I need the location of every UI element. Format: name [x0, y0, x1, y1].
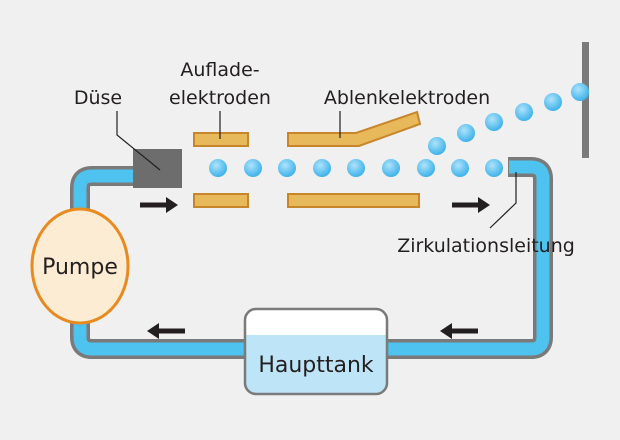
deflection-label: Ablenkelektroden	[324, 87, 490, 109]
print-medium	[582, 42, 589, 158]
nozzle-label: Düse	[74, 87, 122, 109]
pump: Pumpe	[30, 207, 130, 325]
ink-drop	[382, 159, 400, 177]
arrow-left-icon	[440, 323, 478, 339]
deflection-electrodes	[287, 110, 422, 208]
ink-drop	[485, 159, 503, 177]
arrow-right-icon	[452, 197, 490, 213]
circulation-label: Zirkulationsleitung	[397, 235, 575, 257]
ink-drop	[313, 159, 331, 177]
nozzle-leader	[116, 111, 161, 171]
main-tank: Haupttank	[243, 307, 389, 396]
ink-drop	[347, 159, 365, 177]
ink-drop	[244, 159, 262, 177]
ink-drop	[515, 103, 533, 121]
flow-arrows	[140, 197, 490, 339]
ink-drops	[209, 83, 589, 177]
ink-drop	[544, 93, 562, 111]
pump-label: Pumpe	[42, 255, 118, 280]
ink-drop	[278, 159, 296, 177]
charge-label-line1: Auflade-	[180, 59, 259, 81]
circulation-leader	[489, 172, 517, 229]
ink-drop	[485, 113, 503, 131]
tank-label: Haupttank	[258, 353, 374, 378]
arrow-left-icon	[147, 323, 185, 339]
ink-drop	[209, 159, 227, 177]
ink-drop	[571, 83, 589, 101]
arrow-right-icon	[140, 197, 178, 213]
charge-electrodes	[193, 132, 249, 208]
ink-drop	[417, 159, 435, 177]
ink-drop	[428, 137, 446, 155]
charge-label-line2: elektroden	[169, 87, 271, 109]
ink-drop	[457, 124, 475, 142]
ink-drop	[451, 159, 469, 177]
